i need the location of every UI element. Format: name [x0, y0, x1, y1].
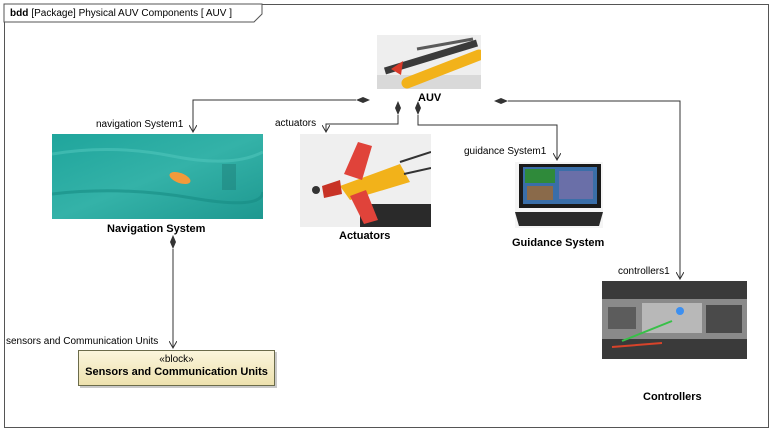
role-guidance: guidance System1	[464, 146, 547, 157]
actuators-photo	[300, 134, 431, 227]
guidance-photo	[515, 162, 603, 228]
block-name: Sensors and Communication Units	[85, 366, 268, 378]
composition-navigation-sensors[interactable]	[170, 235, 176, 348]
navigation-photo	[52, 134, 263, 219]
composition-auv-actuators[interactable]	[326, 101, 401, 132]
role-controllers: controllers1	[618, 266, 670, 277]
composition-auv-navigation[interactable]	[193, 97, 370, 132]
auv-image	[377, 35, 481, 89]
guidance-label: Guidance System	[512, 237, 605, 249]
composition-auv-guidance[interactable]	[415, 101, 557, 160]
diagram-title: [Package] Physical AUV Components [ AUV …	[31, 8, 232, 19]
auv-photo	[377, 35, 481, 89]
auv-label: AUV	[418, 92, 442, 104]
navigation-label: Navigation System	[107, 223, 206, 235]
role-navigation: navigation System1	[96, 119, 184, 130]
controllers-label: Controllers	[643, 391, 702, 403]
role-actuators: actuators	[275, 118, 317, 129]
role-sensors: sensors and Communication Units	[6, 336, 159, 347]
sensors-block[interactable]: «block» Sensors and Communication Units	[78, 350, 275, 386]
actuators-label: Actuators	[339, 230, 391, 242]
composition-auv-controllers[interactable]	[494, 98, 680, 279]
navigation-image	[52, 134, 263, 219]
block-stereotype: «block»	[159, 354, 194, 365]
diagram-kind: bdd	[10, 8, 29, 19]
diagram-frame	[4, 4, 769, 428]
controllers-image	[602, 281, 747, 359]
guidance-image	[515, 162, 603, 228]
actuators-image	[300, 134, 431, 227]
controllers-photo	[602, 281, 747, 359]
